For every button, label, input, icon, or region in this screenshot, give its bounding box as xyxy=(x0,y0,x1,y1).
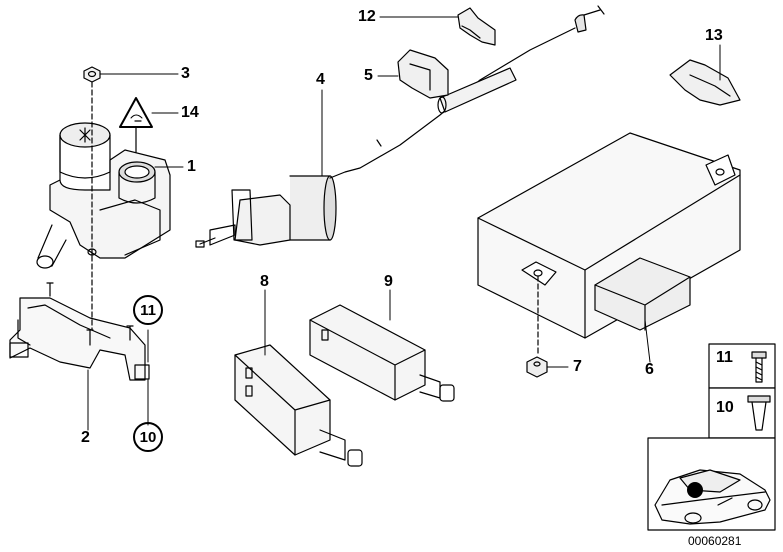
callout-12: 12 xyxy=(358,8,376,25)
callout-6: 6 xyxy=(645,361,654,378)
image-number: 00060281 xyxy=(688,534,742,548)
holder-part-13 xyxy=(669,59,741,106)
callout-circle-10: 10 xyxy=(133,422,163,452)
clip-part-5 xyxy=(397,49,449,99)
leader-lines xyxy=(87,16,721,431)
switch-housing-part-1 xyxy=(36,81,171,269)
nut-part-7 xyxy=(526,356,548,378)
position-marker xyxy=(687,482,703,498)
callout-5: 5 xyxy=(364,67,373,84)
connector-part-8 xyxy=(234,344,363,467)
callout-8: 8 xyxy=(260,273,269,290)
nut-part-3 xyxy=(83,66,101,83)
switch-part-9 xyxy=(309,304,455,402)
callout-4: 4 xyxy=(316,71,325,88)
fastener-inset xyxy=(647,343,776,531)
callout-14: 14 xyxy=(181,104,199,121)
cable-part-4 xyxy=(195,5,605,248)
callout-2: 2 xyxy=(81,429,90,446)
control-unit-part-6 xyxy=(477,132,741,356)
callout-3: 3 xyxy=(181,65,190,82)
callout-7: 7 xyxy=(573,358,582,375)
callout-1: 1 xyxy=(187,158,196,175)
bracket-part-2 xyxy=(9,255,150,381)
inset-label-11: 11 xyxy=(716,349,733,366)
inset-label-10: 10 xyxy=(716,399,734,416)
callout-13: 13 xyxy=(705,27,723,44)
callout-circle-11: 11 xyxy=(133,295,163,325)
callout-9: 9 xyxy=(384,273,393,290)
clip-part-12 xyxy=(457,7,496,46)
